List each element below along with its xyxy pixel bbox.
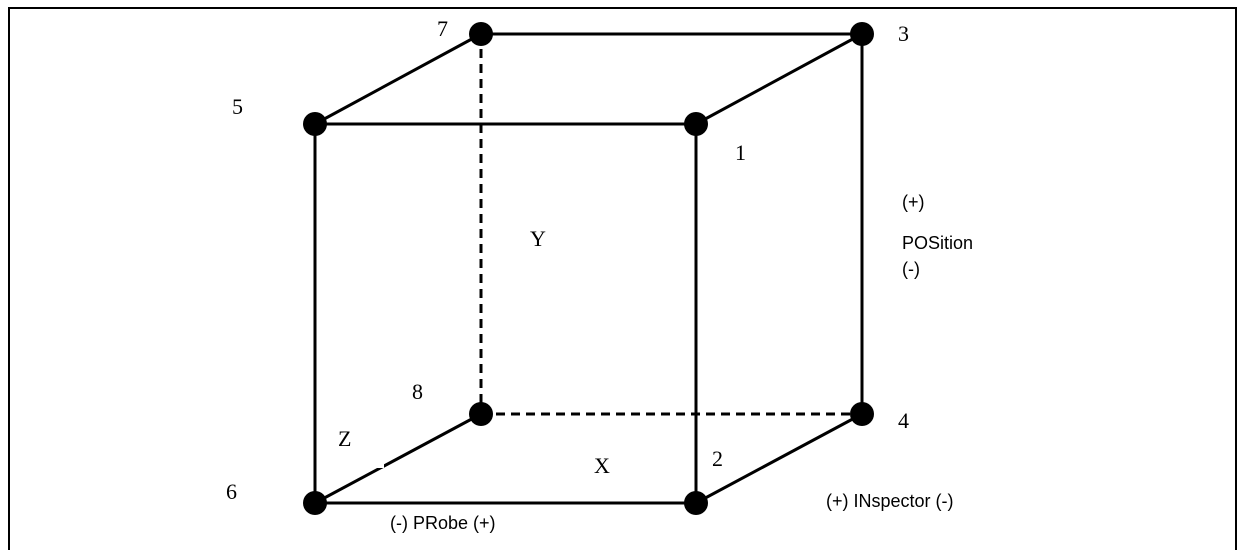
edge-1-3 (695, 32, 863, 126)
vertex-label-3: 3 (898, 21, 909, 46)
vertex-label-7: 7 (437, 16, 448, 41)
axis-label-x: X (594, 453, 610, 478)
z-axis-label-gap (362, 452, 384, 468)
edge-5-7 (314, 32, 482, 126)
vertex-label-1: 1 (735, 140, 746, 165)
vertex-label-4: 4 (898, 408, 909, 433)
vertex-5-dot (303, 112, 327, 136)
vertex-label-6: 6 (226, 479, 237, 504)
vertex-4-dot (850, 402, 874, 426)
axis-label-z: Z (338, 426, 351, 451)
diagram-frame (8, 7, 1237, 550)
vertex-labels: 1 2 3 4 5 6 7 8 (226, 16, 909, 504)
position-axis-label: POSition (902, 233, 973, 253)
inspector-axis-label: (+) INspector (-) (826, 491, 954, 511)
vertex-label-2: 2 (712, 446, 723, 471)
cube-edges (313, 32, 864, 505)
axis-label-y: Y (530, 226, 546, 251)
vertex-2-dot (684, 491, 708, 515)
position-minus-label: (-) (902, 259, 920, 279)
vertex-7-dot (469, 22, 493, 46)
vertex-6-dot (303, 491, 327, 515)
edge-6-8 (314, 412, 482, 505)
cube-vertices (303, 22, 874, 515)
position-plus-label: (+) (902, 192, 925, 212)
vertex-label-5: 5 (232, 94, 243, 119)
vertex-1-dot (684, 112, 708, 136)
vertex-label-8: 8 (412, 379, 423, 404)
edge-2-4 (695, 412, 863, 505)
vertex-8-dot (469, 402, 493, 426)
vertex-3-dot (850, 22, 874, 46)
probe-axis-label: (-) PRobe (+) (390, 513, 496, 533)
